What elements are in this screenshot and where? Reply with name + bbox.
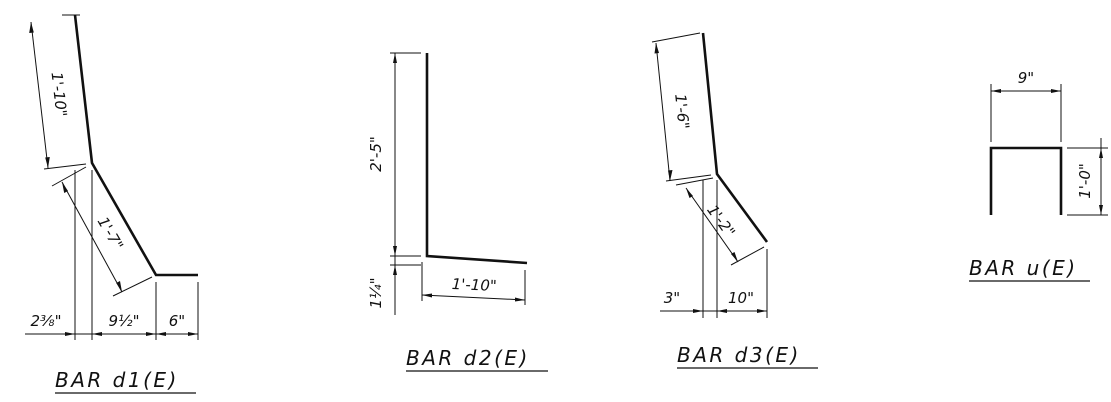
bar-u-title: BAR u(E) <box>969 256 1078 280</box>
d2-drop-label: 1¼" <box>367 278 385 309</box>
bar-d2-diagram: 2'-5" 1¼" 1'-10" BAR d2(E) <box>367 52 548 372</box>
bar-d3-shape <box>701 32 769 243</box>
d1-sloped-leg-label: 1'-7" <box>94 214 127 254</box>
d1-offset-mid-label: 9½" <box>109 312 140 330</box>
d3-offset-left-label: 3" <box>664 289 680 307</box>
bar-d3-diagram: 1'-6" 1'-2" 3" 10" BAR d3(E) <box>651 32 818 369</box>
d1-upper-leg-label: 1'-10" <box>47 71 70 118</box>
d1-foot-label: 6" <box>169 312 185 330</box>
d3-sloped-leg-dim-line <box>685 187 739 263</box>
bar-d1-shape <box>73 14 198 277</box>
d2-horizontal-leg-dim-line <box>421 294 526 301</box>
bar-d1-title: BAR d1(E) <box>55 368 179 392</box>
d2-vertical-leg-label: 2'-5" <box>367 136 385 172</box>
u-width-label: 9" <box>1018 69 1034 87</box>
bar-d2-title: BAR d2(E) <box>406 346 530 370</box>
d3-upper-leg-dim-line <box>655 42 671 182</box>
bar-u-shape <box>989 146 1063 215</box>
d2-horizontal-leg-label: 1'-10" <box>451 275 497 295</box>
bar-d3-title: BAR d3(E) <box>677 343 801 367</box>
bar-d2-shape <box>425 53 528 265</box>
d3-offset-mid-label: 10" <box>728 289 754 307</box>
bar-u-diagram: 9" 1'-0" BAR u(E) <box>969 69 1108 282</box>
d3-upper-leg-label: 1'-6" <box>671 93 693 130</box>
d1-offset-left-label: 2⅜" <box>31 312 62 330</box>
u-height-label: 1'-0" <box>1076 163 1094 199</box>
d1-upper-leg-dim-line <box>30 21 49 169</box>
bar-d1-diagram: 1'-10" 1'-7" 2⅜" 9½" 6" BAR d1(E) <box>25 14 199 394</box>
